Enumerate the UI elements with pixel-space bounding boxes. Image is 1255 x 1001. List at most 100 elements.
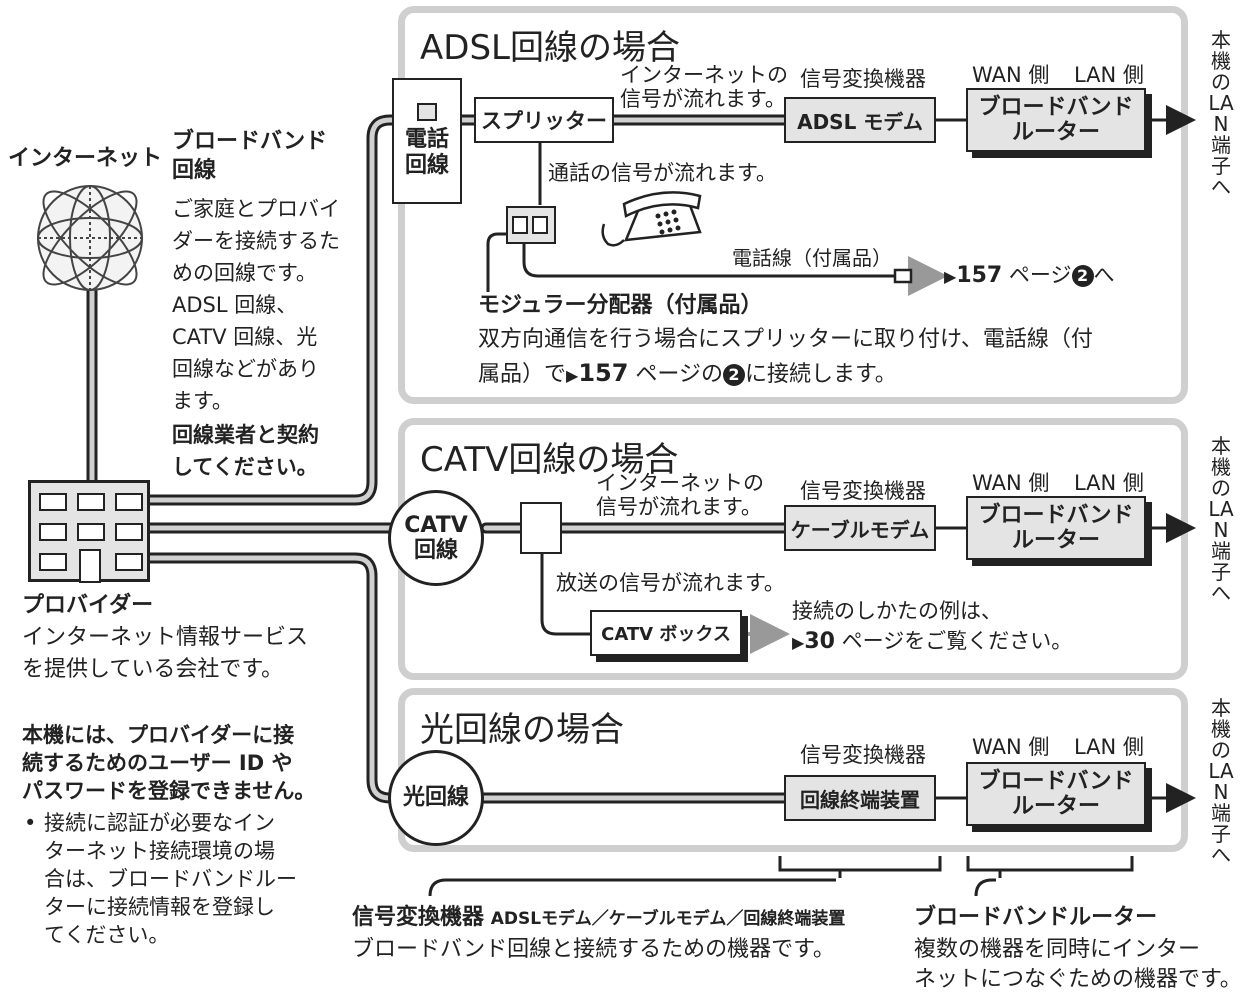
catv-title: CATV回線の場合 (420, 440, 679, 480)
broadband-desc-4: ADSL 回線、 (172, 293, 298, 317)
broadband-title-2: 回線 (172, 158, 217, 183)
phone-line-box: 電話 回線 (392, 78, 462, 204)
optical-converter-label: 信号変換機器 (800, 743, 926, 767)
adsl-modem-box: ADSL モデム (784, 97, 936, 143)
phone-jack-icon (417, 102, 437, 121)
cable-modem-box: ケーブルモデム (784, 505, 936, 551)
optical-router-label-1: ブロードバンド (978, 768, 1134, 794)
broadband-desc-1: ご家庭とプロバイ (172, 197, 340, 221)
page-ref-arrow: ▶ (944, 267, 957, 286)
provider-desc-2: を提供している会社です。 (22, 657, 284, 682)
adsl-router-box: ブロードバンド ルーター (966, 88, 1146, 152)
modular-desc-2c: に接続します。 (745, 362, 897, 387)
circle-2-icon: 2 (1071, 265, 1094, 287)
internet-label: インターネット (8, 146, 163, 171)
lan-port-label-optical: 本機のLAN端子へ (1208, 696, 1234, 867)
broadband-desc-6: 回線などがあり (172, 357, 319, 381)
note-body-2: ターネット接続環境の場 (44, 839, 275, 863)
phone-line-label-2: 回線 (404, 153, 449, 178)
legend-converter-desc: ブロードバンド回線と接続するための機器です。 (352, 937, 835, 962)
broadband-desc-3: めの回線です。 (172, 261, 317, 285)
catv-wan-label: WAN 側 (972, 471, 1050, 495)
catv-circle-label-2: 回線 (413, 538, 458, 563)
telephone-icon (601, 191, 702, 247)
legend-converter: 信号変換機器 ADSLモデム／ケーブルモデム／回線終端装置 (352, 904, 845, 932)
phone-line-label-1: 電話 (404, 126, 449, 152)
broadband-title-1: ブロードバンド (172, 129, 328, 154)
broadband-desc-2: ダーを接続するた (172, 229, 340, 253)
note-title-3: パスワードを登録できません。 (22, 779, 316, 803)
broadband-desc-5: CATV 回線、光 (172, 325, 318, 349)
catv-circle-label-1: CATV (404, 512, 468, 538)
lan-port-label-catv: 本機のLAN端子へ (1208, 434, 1234, 605)
voice-signal-label: 通話の信号が流れます。 (548, 161, 777, 185)
note-body-4: ターに接続情報を登録し (44, 895, 275, 919)
provider-title: プロバイダー (22, 593, 154, 618)
legend-router-desc-1: 複数の機器を同時にインター (914, 937, 1201, 962)
modular-title: モジュラー分配器（付属品） (478, 293, 763, 318)
optical-wan-label: WAN 側 (972, 735, 1050, 759)
catv-converter-label: 信号変換機器 (800, 479, 926, 503)
adsl-inet-signal-1: インターネットの (620, 63, 788, 87)
optical-router-label-2: ルーター (1011, 794, 1100, 819)
catv-inet-signal-1: インターネットの (596, 471, 764, 495)
page-ref-arrow-2: ▶ (566, 366, 579, 385)
catv-router-label-2: ルーター (1011, 528, 1100, 553)
adsl-wan-label: WAN 側 (972, 63, 1050, 87)
adsl-lan-label: LAN 側 (1074, 63, 1144, 87)
catv-example-1: 接続のしかたの例は、 (792, 599, 1002, 623)
note-body-5: てください。 (44, 923, 170, 947)
catv-router-box: ブロードバンド ルーター (966, 496, 1146, 560)
terminal-box: 回線終端装置 (784, 775, 936, 821)
catv-example-2: ▶30 ページをご覧ください。 (792, 628, 1072, 656)
legend-converter-examples: ADSLモデム／ケーブルモデム／回線終端装置 (490, 909, 846, 929)
modular-desc-2a: 属品）で (478, 362, 567, 387)
legend-router-desc-2: ネットにつなぐための機器です。 (914, 967, 1242, 992)
note-bullet: • (24, 811, 37, 835)
note-body-1: 接続に認証が必要なイン (44, 811, 275, 835)
globe-icon (37, 185, 143, 291)
circle-2-icon: 2 (723, 364, 745, 386)
broadband-contract-2: してください。 (172, 455, 318, 479)
modular-desc-1: 双方向通信を行う場合にスプリッターに取り付け、電話線（付 (478, 327, 1093, 352)
optical-lan-label: LAN 側 (1074, 735, 1144, 759)
adsl-panel (398, 6, 1188, 404)
optical-title: 光回線の場合 (420, 710, 624, 750)
provider-building-icon (28, 480, 150, 583)
catv-lan-label: LAN 側 (1074, 471, 1144, 495)
adsl-converter-label: 信号変換機器 (800, 67, 926, 91)
modular-desc-2b: ページの (628, 362, 723, 387)
broadband-contract-1: 回線業者と契約 (172, 423, 319, 447)
adsl-router-label-1: ブロードバンド (978, 94, 1134, 120)
note-title-2: 続するためのユーザー ID や (22, 751, 293, 775)
page-ref-suffix: ページ (1002, 263, 1072, 287)
legend-converter-title: 信号変換機器 (352, 905, 485, 930)
catv-inet-signal-2: 信号が流れます。 (596, 495, 762, 519)
adsl-title: ADSL回線の場合 (420, 28, 680, 68)
optical-line-circle: 光回線 (388, 750, 484, 846)
optical-router-box: ブロードバンド ルーター (966, 762, 1146, 826)
phone-cord-label: 電話線（付属品） (732, 246, 892, 270)
catv-line-circle: CATV 回線 (388, 490, 484, 586)
modular-page-num[interactable]: 157 (578, 359, 629, 387)
broadband-desc-7: ます。 (172, 389, 233, 413)
adsl-inet-signal-2: 信号が流れます。 (620, 87, 786, 111)
legend-router-title: ブロードバンドルーター (914, 905, 1158, 930)
modular-splitter-icon (506, 206, 556, 244)
page-ref-tail: へ (1093, 263, 1115, 287)
note-title-1: 本機には、プロバイダーに接 (22, 723, 295, 747)
example-arrow: ▶ (792, 633, 805, 652)
note-body-3: 合は、ブロードバンドルー (44, 867, 298, 891)
provider-desc-1: インターネット情報サービス (22, 625, 309, 650)
catv-router-label-1: ブロードバンド (978, 502, 1134, 528)
catv-box: CATV ボックス (590, 610, 742, 656)
page-ref-num[interactable]: 157 (956, 263, 1003, 288)
splitter-box: スプリッター (474, 97, 614, 143)
example-page-num[interactable]: 30 (804, 629, 835, 654)
catv-splitter-box (520, 502, 562, 554)
example-suffix: ページをご覧ください。 (834, 629, 1073, 653)
adsl-router-label-2: ルーター (1011, 120, 1100, 145)
